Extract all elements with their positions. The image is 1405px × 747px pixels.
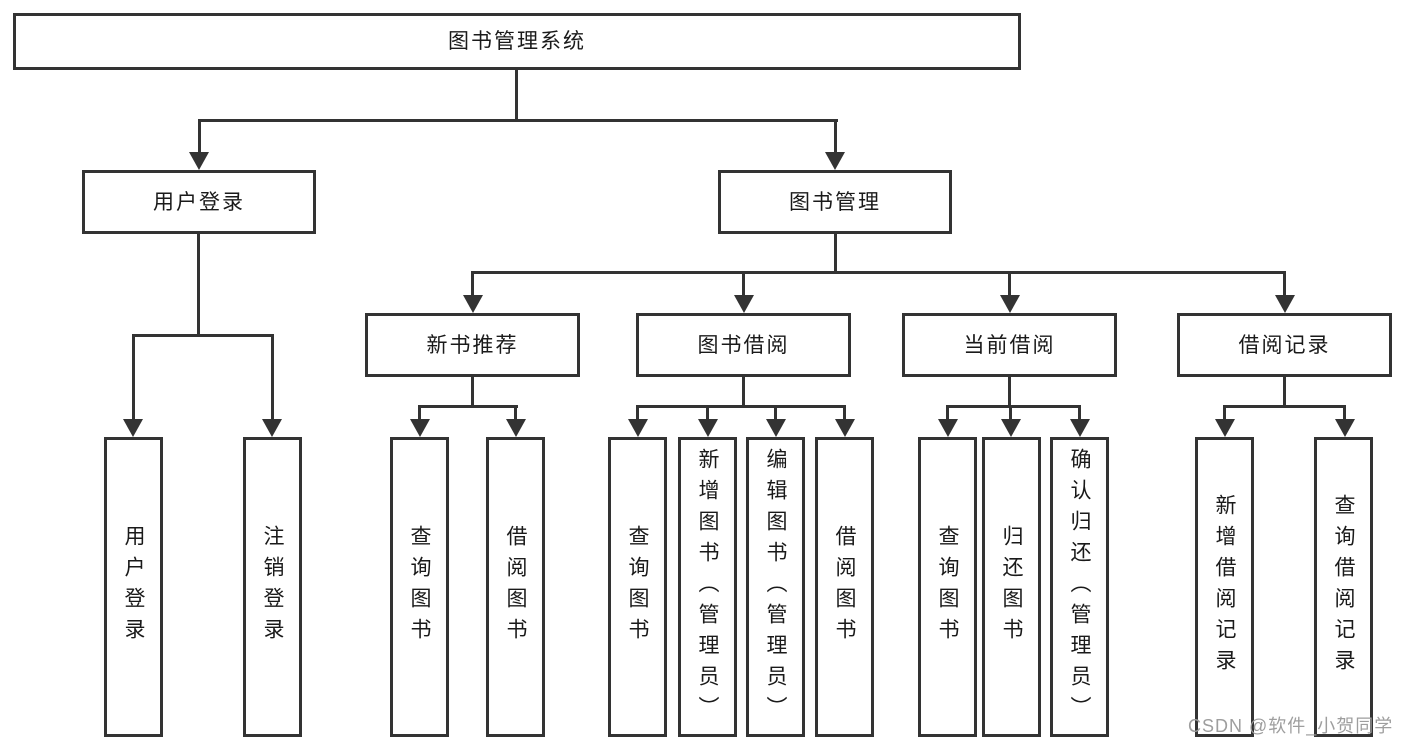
- connector-l3-drop-2: [742, 271, 745, 298]
- watermark: CSDN @软件_小贺同学: [1188, 716, 1394, 736]
- connector-mgmt-branch: [471, 271, 1286, 274]
- leaf-borrow-books-recommend-label: 借阅图书: [504, 525, 527, 649]
- connector-borrowing-leaf4-drop: [843, 405, 846, 421]
- arrow-down: [262, 419, 282, 437]
- node-user-login: 用户登录: [82, 170, 316, 234]
- connector-mgmt-stem: [834, 234, 837, 274]
- node-current-borrowing: 当前借阅: [902, 313, 1117, 377]
- arrow-down: [506, 419, 526, 437]
- arrow-down: [734, 295, 754, 313]
- leaf-logout: 注销登录: [243, 437, 302, 737]
- leaf-return-books-label: 归还图书: [1000, 525, 1023, 649]
- arrow-down: [1215, 419, 1235, 437]
- connector-user-login-drop: [198, 119, 201, 155]
- connector-login-leaf2-drop: [271, 334, 274, 421]
- arrow-down: [463, 295, 483, 313]
- leaf-edit-book-admin-label: 编辑图书（管理员）: [764, 447, 787, 727]
- connector-book-mgmt-drop: [834, 119, 837, 155]
- arrow-down: [410, 419, 430, 437]
- arrow-down: [1275, 295, 1295, 313]
- connector-login-leaf1-drop: [132, 334, 135, 421]
- connector-l3-drop-1: [471, 271, 474, 298]
- leaf-query-books-recommend-label: 查询图书: [408, 525, 431, 649]
- node-book-management: 图书管理: [718, 170, 952, 234]
- arrow-down: [123, 419, 143, 437]
- arrow-down: [1000, 295, 1020, 313]
- leaf-user-login: 用户登录: [104, 437, 163, 737]
- connector-records-leaf1-drop: [1223, 405, 1226, 421]
- connector-borrowing-leaf3-drop: [774, 405, 777, 421]
- connector-records-leaf2-drop: [1343, 405, 1346, 421]
- node-new-book-recommend: 新书推荐: [365, 313, 580, 377]
- node-library-system-label: 图书管理系统: [448, 30, 586, 53]
- arrow-down: [825, 152, 845, 170]
- arrow-down: [189, 152, 209, 170]
- connector-current-leaf3-drop: [1078, 405, 1081, 421]
- node-book-management-label: 图书管理: [789, 190, 881, 214]
- arrow-down: [1001, 419, 1021, 437]
- arrow-down: [1335, 419, 1355, 437]
- leaf-query-borrow-record: 查询借阅记录: [1314, 437, 1373, 737]
- connector-recommend-stem: [471, 377, 474, 408]
- leaf-confirm-return-admin: 确认归还（管理员）: [1050, 437, 1109, 737]
- connector-l3-drop-4: [1283, 271, 1286, 298]
- leaf-borrow-books-borrowing: 借阅图书: [815, 437, 874, 737]
- node-new-book-recommend-label: 新书推荐: [426, 333, 519, 357]
- connector-borrowing-stem: [742, 377, 745, 408]
- leaf-return-books: 归还图书: [982, 437, 1041, 737]
- arrow-down: [835, 419, 855, 437]
- arrow-down: [766, 419, 786, 437]
- node-borrowing-records-label: 借阅记录: [1238, 333, 1331, 357]
- connector-current-leaf2-drop: [1009, 405, 1012, 421]
- connector-recommend-leaf1-drop: [418, 405, 421, 421]
- node-current-borrowing-label: 当前借阅: [963, 333, 1056, 357]
- leaf-query-books-borrowing-label: 查询图书: [626, 525, 649, 649]
- leaf-add-borrow-record-label: 新增借阅记录: [1213, 494, 1236, 680]
- connector-l3-drop-3: [1008, 271, 1011, 298]
- leaf-borrow-books-recommend: 借阅图书: [486, 437, 545, 737]
- node-book-borrowing: 图书借阅: [636, 313, 851, 377]
- leaf-add-borrow-record: 新增借阅记录: [1195, 437, 1254, 737]
- leaf-borrow-books-borrowing-label: 借阅图书: [833, 525, 856, 649]
- leaf-confirm-return-admin-label: 确认归还（管理员）: [1068, 447, 1091, 727]
- connector-borrowing-leaf1-drop: [636, 405, 639, 421]
- connector-login-branch: [132, 334, 274, 337]
- connector-current-stem: [1008, 377, 1011, 408]
- connector-recommend-leaf2-drop: [514, 405, 517, 421]
- connector-current-branch: [946, 405, 1081, 408]
- connector-root-stem: [515, 69, 518, 122]
- connector-records-stem: [1283, 377, 1286, 408]
- arrow-down: [628, 419, 648, 437]
- leaf-add-book-admin-label: 新增图书（管理员）: [696, 447, 719, 727]
- connector-borrowing-branch: [636, 405, 846, 408]
- leaf-query-books-recommend: 查询图书: [390, 437, 449, 737]
- connector-records-branch: [1223, 405, 1346, 408]
- connector-login-stem: [197, 234, 200, 337]
- node-library-system: 图书管理系统: [13, 13, 1021, 70]
- connector-recommend-branch: [418, 405, 518, 408]
- connector-root-branch: [198, 119, 838, 122]
- leaf-edit-book-admin: 编辑图书（管理员）: [746, 437, 805, 737]
- leaf-add-book-admin: 新增图书（管理员）: [678, 437, 737, 737]
- leaf-query-books-borrowing: 查询图书: [608, 437, 667, 737]
- leaf-query-borrow-record-label: 查询借阅记录: [1332, 494, 1355, 680]
- connector-current-leaf1-drop: [946, 405, 949, 421]
- connector-borrowing-leaf2-drop: [706, 405, 709, 421]
- node-book-borrowing-label: 图书借阅: [697, 333, 790, 357]
- leaf-user-login-label: 用户登录: [122, 525, 145, 649]
- leaf-query-books-current-label: 查询图书: [936, 525, 959, 649]
- arrow-down: [1070, 419, 1090, 437]
- leaf-logout-label: 注销登录: [261, 525, 284, 649]
- node-borrowing-records: 借阅记录: [1177, 313, 1392, 377]
- arrow-down: [938, 419, 958, 437]
- node-user-login-label: 用户登录: [153, 190, 245, 214]
- leaf-query-books-current: 查询图书: [918, 437, 977, 737]
- arrow-down: [698, 419, 718, 437]
